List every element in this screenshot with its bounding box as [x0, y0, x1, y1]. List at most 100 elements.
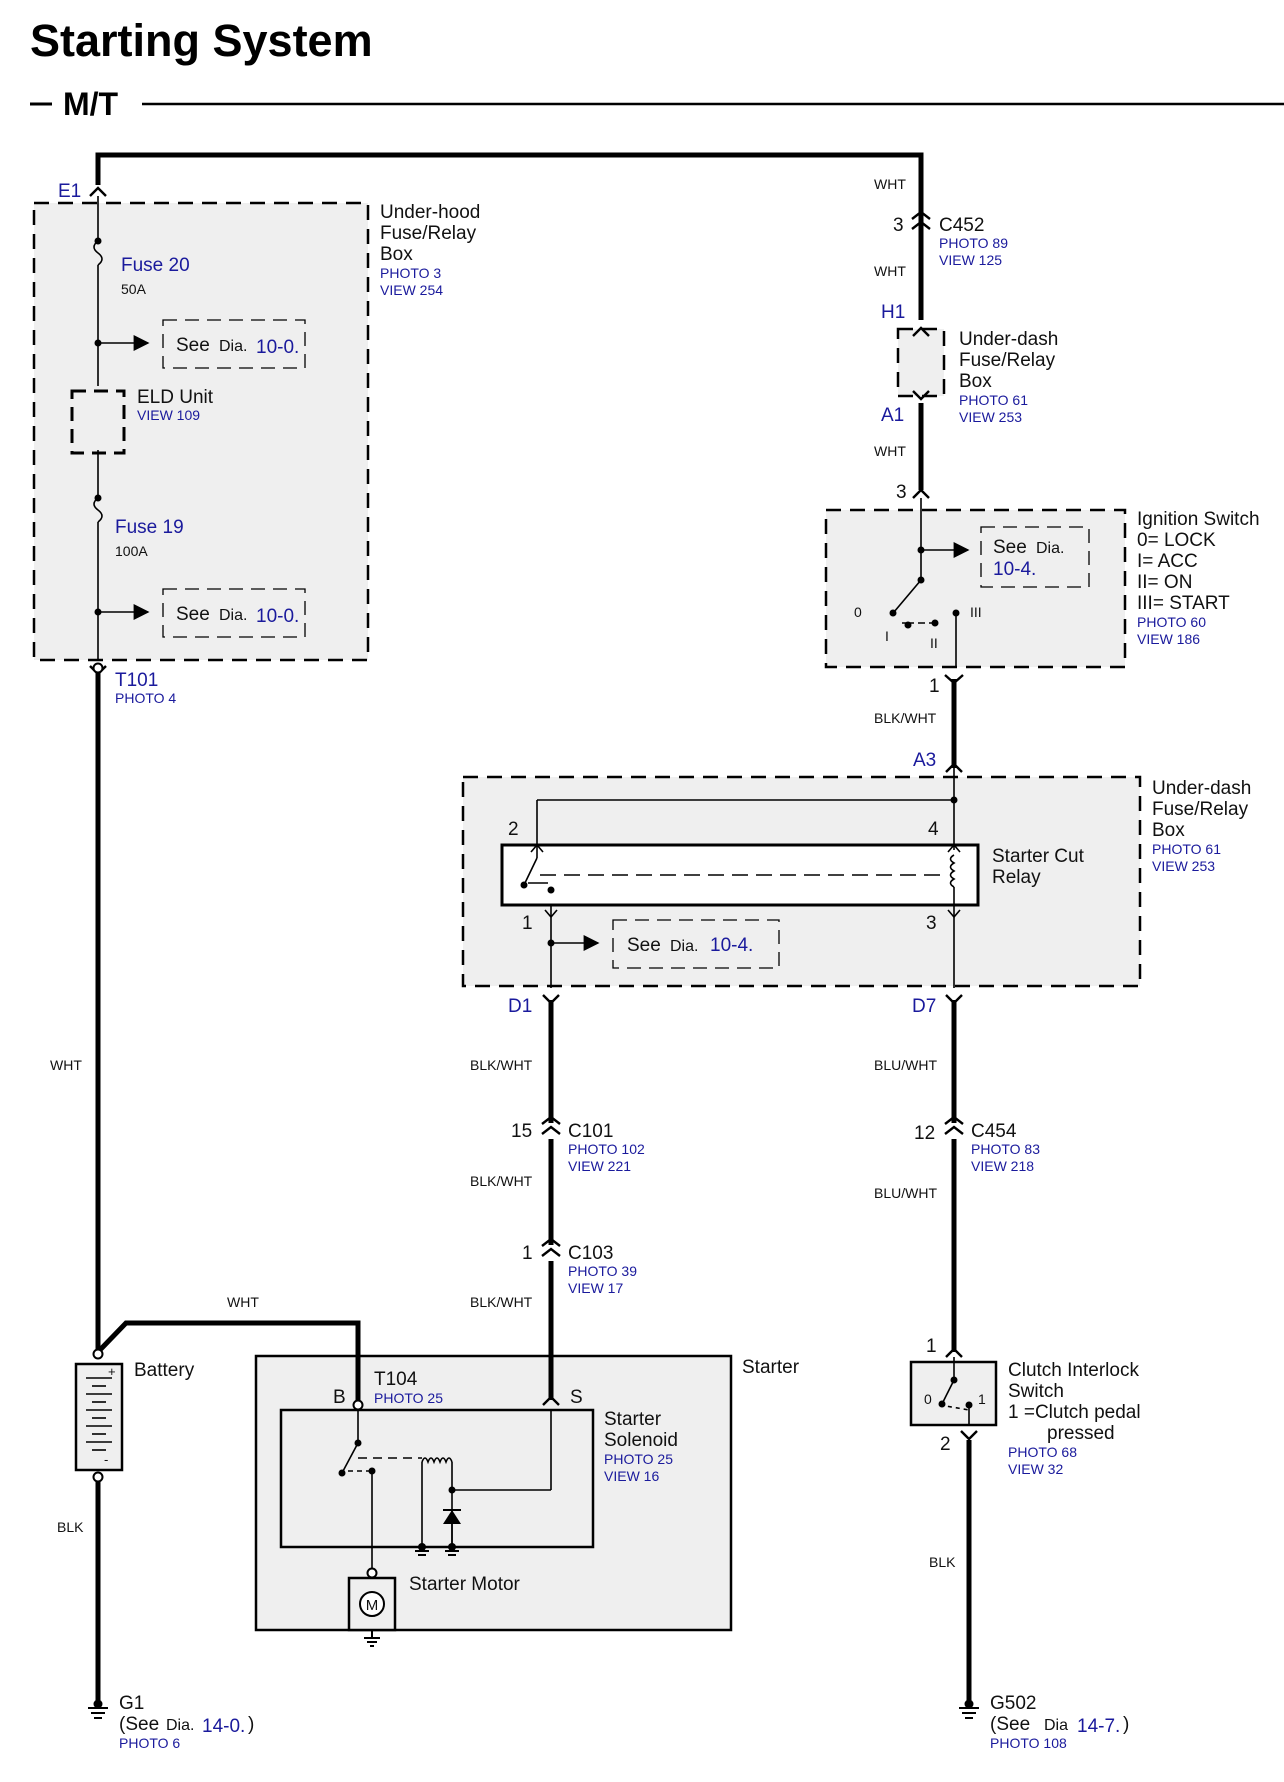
underdash-relay-view: VIEW 253	[1152, 858, 1215, 874]
page-subtitle: M/T	[63, 86, 119, 122]
solenoid-view: VIEW 16	[604, 1468, 659, 1484]
solenoid-photo: PHOTO 25	[604, 1451, 673, 1467]
wire-label-bluwht-1: BLU/WHT	[874, 1057, 937, 1073]
underhood-view: VIEW 254	[380, 282, 443, 298]
clutch-name-2: Switch	[1008, 1381, 1064, 1402]
relay-pin4: 4	[928, 819, 939, 840]
wire-label-blkwht-4: BLK/WHT	[470, 1294, 533, 1310]
ign-pos1: I	[885, 628, 889, 644]
wire-label-blk-left: BLK	[57, 1519, 84, 1535]
g502-name: G502	[990, 1693, 1036, 1714]
see-dia-box-2	[162, 588, 306, 638]
ignition-switch-box	[824, 508, 1127, 669]
terminal-b: B	[333, 1387, 346, 1408]
battery-minus: -	[104, 1452, 108, 1467]
wire-label-bluwht-2: BLU/WHT	[874, 1185, 937, 1201]
g502-dia: Dia	[1044, 1717, 1068, 1734]
battery-plus: +	[108, 1364, 116, 1379]
g502-photo: PHOTO 108	[990, 1735, 1067, 1751]
ref-10-4-relay: 10-4.	[710, 935, 753, 956]
c454-view: VIEW 218	[971, 1158, 1034, 1174]
solenoid-name-2: Solenoid	[604, 1430, 678, 1451]
underhood-photo: PHOTO 3	[380, 265, 441, 281]
c103-view: VIEW 17	[568, 1280, 623, 1296]
ignition-name-3: I= ACC	[1137, 551, 1198, 572]
terminal-a1: A1	[881, 405, 904, 426]
wire-label-blkwht-3: BLK/WHT	[470, 1173, 533, 1189]
eld-view: VIEW 109	[137, 407, 200, 423]
ignition-view: VIEW 186	[1137, 631, 1200, 647]
g1-ref: 14-0.	[202, 1716, 245, 1737]
c452-pin: 3	[893, 215, 904, 236]
see-text-relay: See	[627, 935, 661, 956]
g1-see: (See	[119, 1714, 159, 1735]
c452-name: C452	[939, 215, 984, 236]
ref-10-0-1: 10-0.	[256, 337, 299, 358]
underdash-top-photo: PHOTO 61	[959, 392, 1028, 408]
c101-name: C101	[568, 1121, 613, 1142]
ignition-pin-in: 3	[896, 482, 907, 503]
see-text-ign: See	[993, 537, 1027, 558]
ignition-name-5: III= START	[1137, 593, 1230, 614]
wire-label-wht-1: WHT	[874, 176, 906, 192]
motor-icon	[359, 1591, 385, 1617]
clutch-pin-in: 1	[926, 1336, 937, 1357]
see-dia-box-1	[162, 319, 306, 369]
eld-unit-box	[70, 389, 126, 455]
starter-solenoid-box	[279, 1408, 595, 1549]
ignition-name-1: Ignition Switch	[1137, 509, 1260, 530]
clutch-name-3: 1 =Clutch pedal	[1008, 1402, 1141, 1423]
c103-photo: PHOTO 39	[568, 1263, 637, 1279]
ref-10-0-2: 10-0.	[256, 606, 299, 627]
ignition-name-4: II= ON	[1137, 572, 1192, 593]
underdash-relay-name-3: Box	[1152, 820, 1185, 841]
wire-label-blkwht-2: BLK/WHT	[470, 1057, 533, 1073]
eld-label: ELD Unit	[137, 387, 214, 408]
wire-label-wht-battery: WHT	[227, 1294, 259, 1310]
clutch-name-4: pressed	[1047, 1423, 1115, 1444]
wire-label-wht-2: WHT	[874, 263, 906, 279]
underhood-name-3: Box	[380, 244, 413, 265]
c452-photo: PHOTO 89	[939, 235, 1008, 251]
c454-pin: 12	[914, 1123, 935, 1144]
starter-box	[254, 1354, 733, 1632]
underdash-top-name-2: Fuse/Relay	[959, 350, 1056, 371]
clutch-pin-out: 2	[940, 1434, 951, 1455]
relay-pin3: 3	[926, 913, 937, 934]
clutch-pos0: 0	[924, 1391, 932, 1407]
ref-10-4-ign: 10-4.	[993, 559, 1036, 580]
wire-top-wht	[95, 152, 924, 320]
wire-battery-to-t104	[96, 1320, 361, 1405]
clutch-pos1: 1	[978, 1391, 986, 1407]
c103-pin: 1	[522, 1243, 533, 1264]
underdash-fuse-box-top	[896, 327, 946, 398]
c452-view: VIEW 125	[939, 252, 1002, 268]
clutch-view: VIEW 32	[1008, 1461, 1063, 1477]
terminal-t104: T104	[374, 1369, 418, 1390]
ignition-photo: PHOTO 60	[1137, 614, 1206, 630]
page-title: Starting System	[30, 15, 373, 66]
fuse19-rating: 100A	[115, 543, 148, 559]
clutch-photo: PHOTO 68	[1008, 1444, 1077, 1460]
motor-symbol: M	[366, 1597, 379, 1614]
terminal-e1: E1	[58, 181, 81, 202]
fuse20-label: Fuse 20	[121, 255, 190, 276]
terminal-t101: T101	[115, 670, 158, 691]
fuse19-label: Fuse 19	[115, 517, 184, 538]
c101-pin: 15	[511, 1121, 532, 1142]
dia-text-2: Dia.	[219, 607, 247, 624]
c101-view: VIEW 221	[568, 1158, 631, 1174]
underdash-top-name-1: Under-dash	[959, 329, 1058, 350]
underhood-fuse-relay-box	[32, 201, 370, 662]
c454-name: C454	[971, 1121, 1017, 1142]
wire-label-blkwht-1: BLK/WHT	[874, 710, 937, 726]
g1-name: G1	[119, 1693, 144, 1714]
dia-text-relay: Dia.	[670, 938, 698, 955]
clutch-name-1: Clutch Interlock	[1008, 1360, 1139, 1381]
starter-motor-label: Starter Motor	[409, 1574, 521, 1595]
starter-label: Starter	[742, 1357, 800, 1378]
ignition-name-2: 0= LOCK	[1137, 530, 1216, 551]
relay-pin1: 1	[522, 913, 533, 934]
terminal-d1: D1	[508, 996, 532, 1017]
